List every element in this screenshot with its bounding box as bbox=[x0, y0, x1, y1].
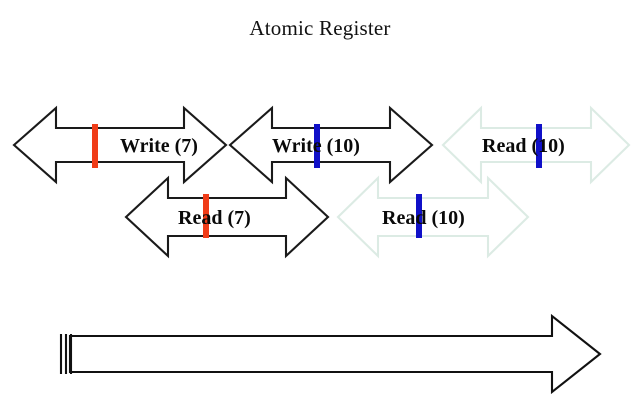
linearization-point-red bbox=[92, 124, 98, 168]
operation-label-write-7: Write (7) bbox=[120, 135, 198, 157]
operation-label-read-7: Read (7) bbox=[178, 207, 251, 229]
operation-read-10-top[interactable]: Read (10) bbox=[441, 105, 631, 185]
linearization-point-blue bbox=[416, 194, 422, 238]
operation-label-write-10: Write (10) bbox=[272, 135, 360, 157]
double-arrow-shape-read-10-bottom bbox=[336, 175, 530, 259]
operation-read-10-bottom[interactable]: Read (10) bbox=[336, 175, 530, 259]
operation-label-read-10-top: Read (10) bbox=[482, 135, 565, 157]
double-arrow-shape-read-7 bbox=[124, 175, 330, 259]
operation-write-10[interactable]: Write (10) bbox=[228, 105, 434, 185]
linearization-point-blue bbox=[314, 124, 320, 168]
linearization-point-blue bbox=[536, 124, 542, 168]
time-axis-arrow-shape bbox=[68, 313, 602, 395]
page-title: Atomic Register bbox=[249, 16, 391, 40]
double-arrow-shape-write-10 bbox=[228, 105, 434, 185]
operation-read-7[interactable]: Read (7) bbox=[124, 175, 330, 259]
operation-write-7[interactable]: Write (7) bbox=[12, 105, 228, 185]
double-arrow-shape-write-7 bbox=[12, 105, 228, 185]
operation-label-read-10-bottom: Read (10) bbox=[382, 207, 465, 229]
linearization-point-red bbox=[203, 194, 209, 238]
time-axis[interactable] bbox=[59, 313, 602, 395]
